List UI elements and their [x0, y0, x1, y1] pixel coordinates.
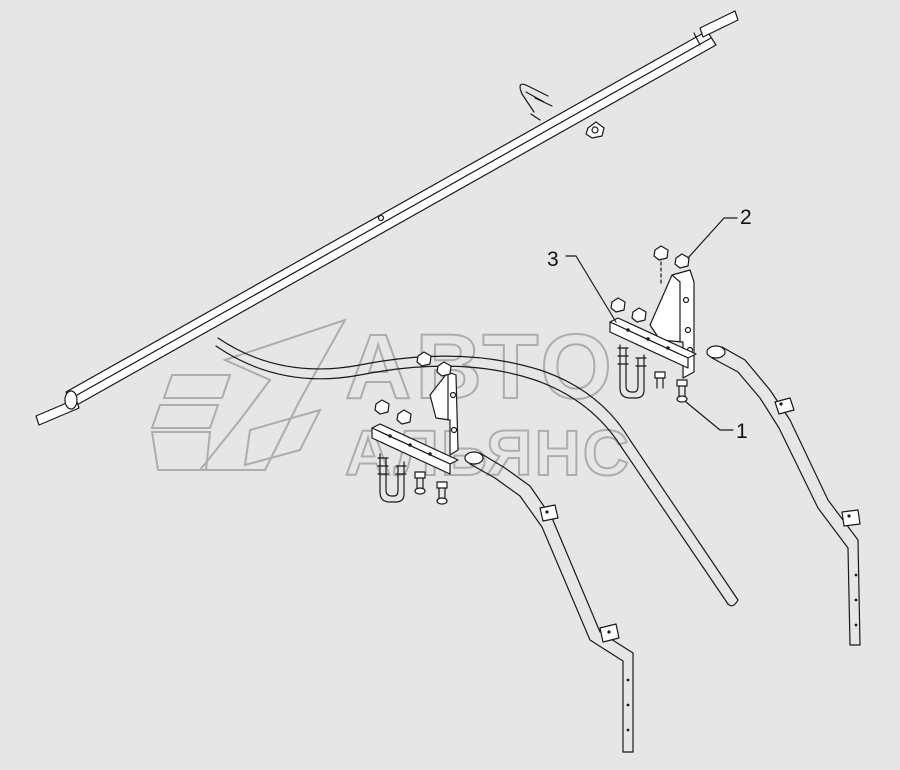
strut-right — [706, 345, 861, 646]
watermark-logo: АВТО АЛЬЯНС — [150, 315, 631, 490]
callout-number: 3 — [547, 248, 559, 271]
watermark-line2: АЛЬЯНС — [345, 417, 631, 489]
long-cross-bar — [35, 10, 739, 426]
callout-number: 2 — [740, 206, 752, 229]
callout-number: 1 — [736, 420, 748, 443]
bracket-assembly-right — [609, 245, 697, 403]
bracket-assembly-left — [371, 351, 459, 505]
strut-left — [464, 451, 634, 753]
u-bolt-top — [519, 83, 605, 139]
callout-2: 2 — [687, 206, 752, 259]
callout-3: 3 — [547, 248, 617, 323]
callout-1: 1 — [685, 401, 748, 443]
watermark-line1: АВТО — [345, 316, 616, 418]
